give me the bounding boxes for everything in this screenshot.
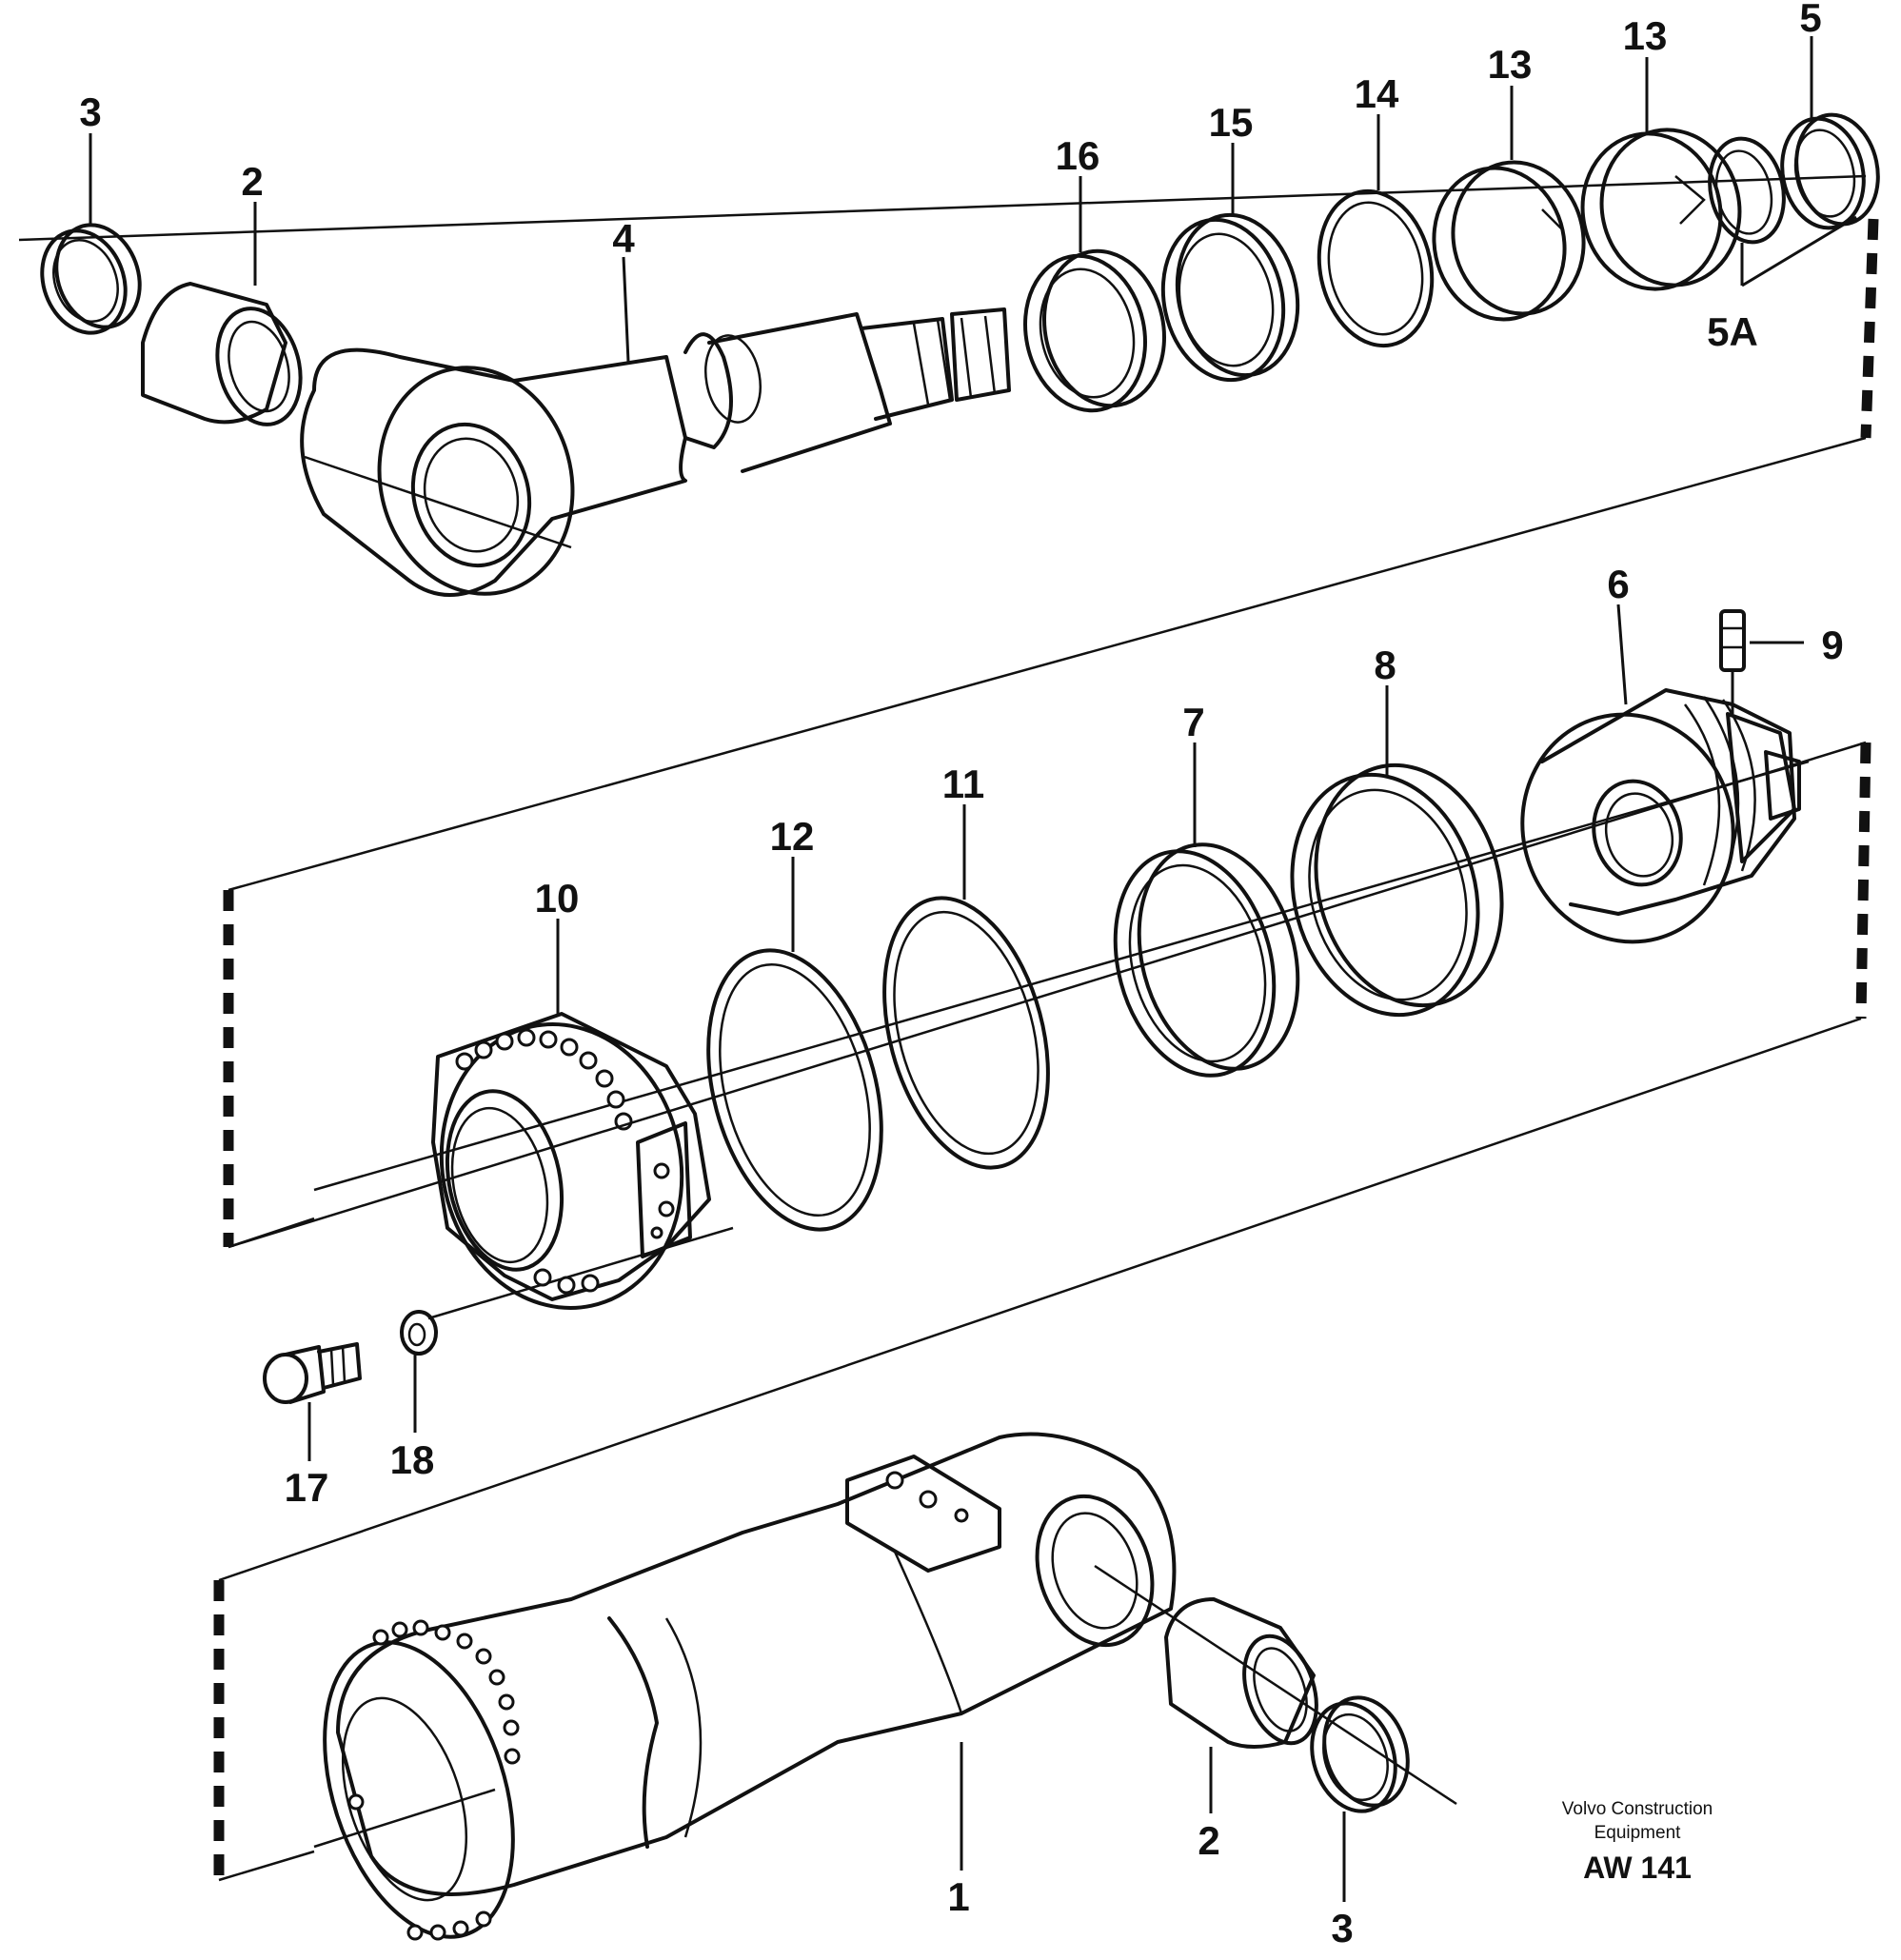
callout-2-bottom: 2 xyxy=(1198,1818,1219,1863)
company-name-line2: Equipment xyxy=(1594,1823,1681,1843)
part-13-guide-ring-a xyxy=(1432,160,1586,322)
callout-15: 15 xyxy=(1209,100,1254,145)
callout-4: 4 xyxy=(612,216,635,261)
part-2-bushing-top xyxy=(141,282,303,426)
callout-9: 9 xyxy=(1821,623,1843,667)
part-10-cylinder-head xyxy=(431,1012,711,1311)
callout-5: 5 xyxy=(1799,0,1821,40)
part-18-washer xyxy=(400,1310,438,1356)
drawing-code: AW 141 xyxy=(1583,1851,1692,1885)
callout-3-bottom: 3 xyxy=(1331,1906,1353,1950)
part-3-wiper-ring-top xyxy=(40,223,142,335)
callout-5a: 5A xyxy=(1707,309,1758,354)
leader-lines xyxy=(89,36,1857,1902)
company-name-line1: Volvo Construction xyxy=(1561,1799,1713,1819)
callout-7: 7 xyxy=(1182,700,1204,744)
part-14-ring xyxy=(1317,188,1435,348)
rod-eye-axis-line xyxy=(304,455,572,549)
part-7-guide-band xyxy=(1113,842,1300,1078)
callout-11: 11 xyxy=(942,762,984,806)
rod-row xyxy=(18,112,1880,597)
callout-14: 14 xyxy=(1355,71,1399,116)
callout-13-a: 13 xyxy=(1488,42,1533,87)
part-16-ring xyxy=(1023,248,1166,413)
callout-2-top: 2 xyxy=(241,159,263,204)
publisher-credit: Volvo Construction Equipment AW 141 xyxy=(1504,1797,1771,1886)
callout-18: 18 xyxy=(390,1437,435,1482)
part-1-cylinder-tube xyxy=(323,1432,1177,1941)
callout-13-b: 13 xyxy=(1623,13,1668,58)
bolt-axis-line xyxy=(427,1226,734,1320)
part-9-set-screw xyxy=(1719,609,1746,714)
part-4-piston-rod xyxy=(300,307,1011,597)
cylinder-row xyxy=(313,1432,1457,1941)
part-15-seal-ring xyxy=(1160,212,1300,383)
callout-16: 16 xyxy=(1056,133,1100,178)
rod-axis-line xyxy=(18,174,1867,242)
part-2-bushing-bottom xyxy=(1164,1597,1318,1749)
callout-6: 6 xyxy=(1607,562,1629,606)
callout-17: 17 xyxy=(285,1465,329,1510)
callout-3-top: 3 xyxy=(79,89,101,134)
part-5-seal xyxy=(1780,112,1880,230)
tube-axis-line xyxy=(313,1788,496,1849)
part-6-piston xyxy=(1520,688,1801,944)
callout-10: 10 xyxy=(535,876,580,921)
callout-labels: 3 2 4 16 15 14 13 13 5 5A 6 9 8 7 11 12 … xyxy=(79,0,1843,1950)
part-17-bolt xyxy=(263,1342,362,1404)
part-12-o-ring xyxy=(706,948,883,1232)
part-3-wiper-ring-bottom xyxy=(1310,1695,1410,1813)
assembly-connectors xyxy=(213,218,1879,1882)
callout-1: 1 xyxy=(947,1874,969,1919)
piston-row xyxy=(263,609,1810,1404)
callout-12: 12 xyxy=(770,814,815,859)
part-11-backup-ring xyxy=(882,896,1050,1170)
part-8-piston-seal xyxy=(1290,762,1504,1018)
piston-axis-line xyxy=(313,760,1810,1192)
callout-8: 8 xyxy=(1374,643,1396,687)
